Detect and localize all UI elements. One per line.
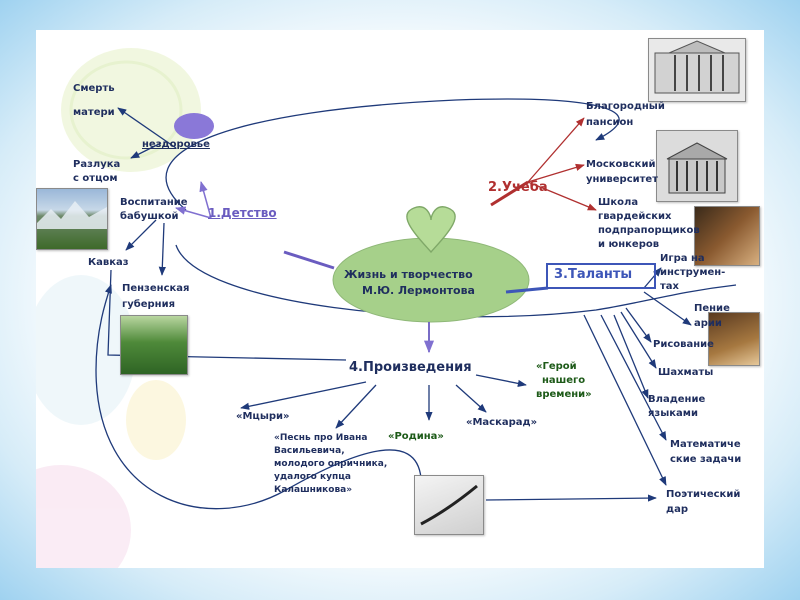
work-mtsyri: «Мцыри» [236, 411, 290, 422]
node-separation-line2: с отцом [73, 173, 118, 184]
node-drawing: Рисование [653, 339, 714, 350]
node-school-line1: Школа [598, 197, 639, 208]
node-poetic-line1: Поэтический [666, 489, 741, 500]
branch-childhood: 1.Детство [208, 206, 277, 220]
node-singing-line2: арии [694, 318, 722, 329]
node-singing-line1: Пение [694, 303, 730, 314]
branch-study: 2.Учеба [488, 180, 548, 195]
node-grandmother-line2: бабушкой [120, 211, 179, 222]
node-chess: Шахматы [658, 367, 714, 378]
node-grandmother-line1: Воспитание [120, 197, 188, 208]
node-music-line3: тах [660, 281, 679, 292]
node-death-line2: матери [73, 107, 115, 118]
node-penza-line1: Пензенская [122, 283, 190, 294]
violin-image [694, 206, 760, 266]
node-music-line2: инструмен- [660, 267, 726, 278]
mind-map-canvas: Жизнь и творчество М.Ю. Лермонтова 1.Дет… [36, 30, 764, 568]
central-topic-line1: Жизнь и творчество [344, 268, 473, 281]
work-song-line2: Васильевича, [274, 446, 345, 456]
work-song-line3: молодого опричника, [274, 459, 388, 469]
central-topic-line2: М.Ю. Лермонтова [362, 284, 475, 297]
connector-layer [36, 48, 737, 568]
node-math-line2: ские задачи [670, 454, 742, 465]
work-song-line4: удалого купца [274, 472, 351, 482]
branch-talents: 3.Таланты [546, 263, 656, 289]
background-decoration [36, 48, 201, 568]
node-languages-line1: Владение [648, 394, 706, 405]
work-masquerade: «Маскарад» [466, 417, 538, 428]
mountain-landscape-image [36, 188, 108, 250]
node-university-line2: университет [586, 174, 659, 185]
node-poetic-line2: дар [666, 504, 688, 515]
node-math-line1: Математиче [670, 439, 741, 450]
work-hero-line1: «Герой [536, 361, 577, 372]
work-song-line5: Калашникова» [274, 485, 353, 495]
node-music-line1: Игра на [660, 253, 705, 264]
work-song-line1: «Песнь про Ивана [274, 433, 368, 443]
node-pension-line2: пансион [586, 117, 634, 128]
work-hero-line3: времени» [536, 389, 592, 400]
node-ill-health: нездоровье [142, 139, 210, 150]
pension-building-image [648, 38, 746, 102]
node-pension-line1: Благородный [586, 101, 665, 112]
forest-image [120, 315, 188, 375]
node-death-line1: Смерть [73, 83, 115, 94]
work-rodina: «Родина» [388, 431, 444, 442]
node-caucasus: Кавказ [88, 257, 129, 268]
node-school-line3: подпрапорщиков [598, 225, 700, 236]
node-university-line1: Московский [586, 159, 656, 170]
branch-works: 4.Произведения [349, 360, 472, 375]
node-school-line2: гвардейских [598, 211, 672, 222]
node-languages-line2: языками [648, 408, 698, 419]
node-school-line4: и юнкеров [598, 239, 660, 250]
node-separation-line1: Разлука [73, 159, 121, 170]
work-hero-line2: нашего [542, 375, 586, 386]
chess-image [708, 312, 760, 366]
quill-pen-image [414, 475, 484, 535]
university-building-image [656, 130, 738, 202]
node-penza-line2: губерния [122, 299, 176, 310]
